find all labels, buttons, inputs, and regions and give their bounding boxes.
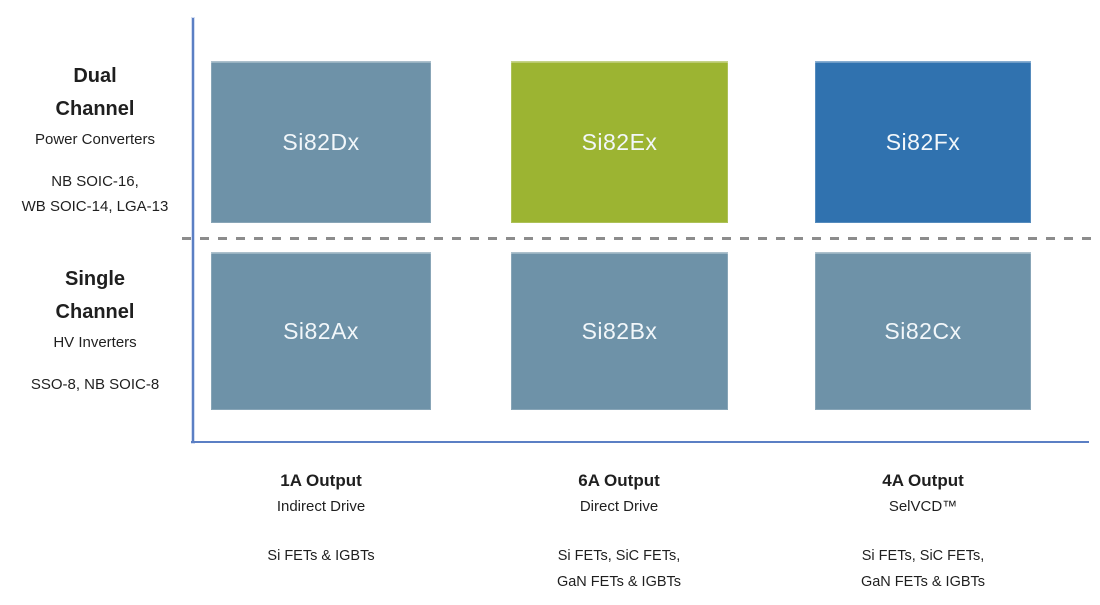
row-separator-dashed-line	[182, 237, 1096, 240]
y-axis-line	[192, 18, 194, 443]
row-title-line: Dual	[73, 65, 117, 87]
column-devices-line: GaN FETs & IGBTs	[556, 574, 682, 590]
x-axis-line	[191, 441, 1089, 443]
row-title-line: Channel	[55, 98, 135, 120]
row-subtitle: HV Inverters	[53, 334, 137, 351]
product-label: Si82Cx	[884, 317, 962, 344]
column-subtitle: Indirect Drive	[276, 498, 366, 515]
product-label: Si82Bx	[581, 317, 658, 344]
product-cell-si82ex: Si82Ex	[511, 61, 728, 223]
product-cell-si82dx: Si82Dx	[211, 61, 431, 223]
row-packages: SSO-8, NB SOIC-8	[0, 372, 190, 397]
row-label-dual-channel: Dual Channel Power Converters NB SOIC-16…	[0, 60, 190, 219]
product-cell-si82ax: Si82Ax	[211, 252, 431, 410]
product-label: Si82Fx	[885, 128, 961, 155]
column-devices: Si FETs & IGBTs	[190, 543, 452, 569]
column-subtitle: Direct Drive	[579, 498, 659, 515]
column-label-1a-output: 1A Output Indirect Drive Si FETs & IGBTs	[190, 469, 452, 569]
column-devices-line: Si FETs & IGBTs	[267, 548, 375, 564]
row-packages-line: WB SOIC-14, LGA-13	[21, 198, 169, 215]
product-label: Si82Ax	[283, 317, 359, 344]
column-label-4a-output: 4A Output SelVCD™ Si FETs, SiC FETs, GaN…	[792, 469, 1054, 595]
product-label: Si82Ex	[581, 128, 658, 155]
row-label-single-channel: Single Channel HV Inverters SSO-8, NB SO…	[0, 263, 190, 397]
product-cell-si82fx: Si82Fx	[815, 61, 1031, 223]
row-title-line: Single	[64, 268, 125, 290]
column-devices-line: Si FETs, SiC FETs,	[861, 548, 985, 564]
column-subtitle: SelVCD™	[888, 498, 958, 515]
column-title: 6A Output	[578, 471, 660, 490]
row-title: Dual Channel	[0, 60, 190, 126]
row-subtitle: Power Converters	[34, 131, 156, 148]
column-devices: Si FETs, SiC FETs, GaN FETs & IGBTs	[488, 543, 750, 595]
column-label-6a-output: 6A Output Direct Drive Si FETs, SiC FETs…	[488, 469, 750, 595]
row-packages: NB SOIC-16, WB SOIC-14, LGA-13	[0, 169, 190, 219]
product-cell-si82cx: Si82Cx	[815, 252, 1031, 410]
column-title: 1A Output	[280, 471, 362, 490]
row-packages-line: SSO-8, NB SOIC-8	[30, 376, 160, 393]
product-cell-si82bx: Si82Bx	[511, 252, 728, 410]
column-devices: Si FETs, SiC FETs, GaN FETs & IGBTs	[792, 543, 1054, 595]
column-devices-line: GaN FETs & IGBTs	[860, 574, 986, 590]
column-devices-line: Si FETs, SiC FETs,	[557, 548, 681, 564]
product-label: Si82Dx	[282, 128, 360, 155]
row-title-line: Channel	[55, 301, 135, 323]
row-packages-line: NB SOIC-16,	[51, 173, 139, 190]
row-title: Single Channel	[0, 263, 190, 329]
column-title: 4A Output	[882, 471, 964, 490]
